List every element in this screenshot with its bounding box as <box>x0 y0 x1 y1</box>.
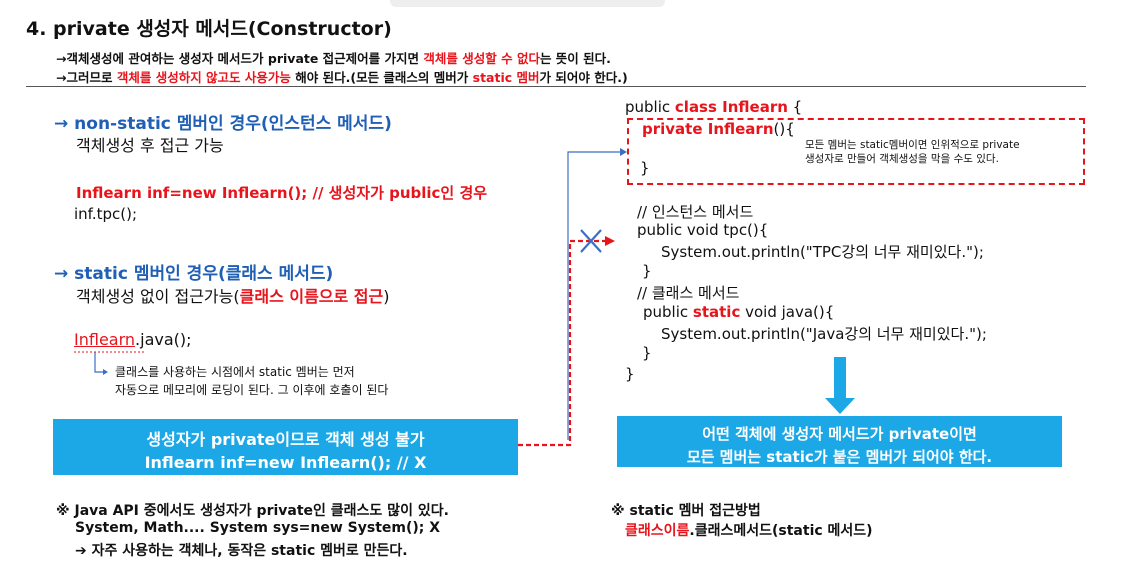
connector-red-arrowhead <box>605 236 615 246</box>
static-note-1: 클래스를 사용하는 시점에서 static 멤버는 먼저 <box>115 365 355 379</box>
note-bracket <box>94 352 103 373</box>
arrow-icon: → <box>56 70 67 85</box>
info-box-left: 생성자가 private이므로 객체 생성 불가 Inflearn inf=ne… <box>53 419 518 475</box>
top-tab-decoration <box>390 0 665 7</box>
footer-left-2: System, Math.... System sys=new System()… <box>75 520 441 536</box>
page-title: 4. private 생성자 메서드(Constructor) <box>26 18 392 40</box>
nonstatic-heading: → non-static 멤버인 경우(인스턴스 메서드) <box>54 114 392 134</box>
arrow-icon: → <box>54 114 69 134</box>
nonstatic-desc: 객체생성 후 접근 가능 <box>76 136 224 155</box>
code-class-line: public class Inflearn { <box>625 98 803 116</box>
footer-right-1: ※ static 멤버 접근방법 <box>611 503 761 519</box>
private-constructor-box <box>627 118 1085 185</box>
arrow-icon: → <box>54 264 69 284</box>
connector-blue-line <box>567 151 620 440</box>
footer-right-2: 클래스이름.클래스메서드(static 메서드) <box>625 523 873 539</box>
static-code: Inflearn.java(); <box>74 330 192 349</box>
code-constructor-line: private Inflearn(){ <box>642 120 795 138</box>
code-java-body: System.out.println("Java강의 너무 재미있다."); <box>661 325 987 343</box>
down-arrow-icon <box>834 357 846 399</box>
nonstatic-code-1: Inflearn inf=new Inflearn(); // 생성자가 pub… <box>76 184 488 202</box>
code-java-close: } <box>642 344 652 362</box>
intro-line-2: →그러므로 객체를 생성하지 않고도 사용가능 해야 된다.(모든 클래스의 멤… <box>56 70 628 85</box>
code-tpc-decl: public void tpc(){ <box>637 221 769 239</box>
connector-blue-arrowhead <box>620 148 627 156</box>
connector-red-dashed <box>518 239 605 447</box>
static-desc: 객체생성 없이 접근가능(클래스 이름으로 접근) <box>76 287 390 306</box>
code-tpc-close: } <box>642 262 652 280</box>
footer-left-1: ※ Java API 중에서도 생성자가 private인 클래스도 많이 있다… <box>56 503 449 519</box>
info-box-right: 어떤 객체에 생성자 메서드가 private이면 모든 멤버는 static가… <box>617 416 1062 467</box>
code-comment-instance: // 인스턴스 메서드 <box>637 203 754 221</box>
divider <box>26 86 1086 87</box>
code-java-decl: public static void java(){ <box>643 303 835 321</box>
dash-note-2: 생성자로 만들어 객체생성을 막을 수도 있다. <box>805 153 999 165</box>
static-heading: → static 멤버인 경우(클래스 메서드) <box>54 264 334 284</box>
code-comment-class: // 클래스 메서드 <box>637 284 740 302</box>
code-class-close: } <box>625 365 635 383</box>
arrow-icon: → <box>56 51 67 66</box>
static-note-2: 자동으로 메모리에 로딩이 된다. 그 이후에 호출이 된다 <box>115 383 389 397</box>
dash-note-1: 모든 멤버는 static멤버이면 인위적으로 private <box>805 139 1020 151</box>
nonstatic-code-2: inf.tpc(); <box>74 205 138 223</box>
footer-left-3: ➔ 자주 사용하는 객체나, 동작은 static 멤버로 만든다. <box>75 543 408 559</box>
code-tpc-body: System.out.println("TPC강의 너무 재미있다."); <box>661 243 984 261</box>
code-constructor-close: } <box>640 159 650 177</box>
intro-line-1: →객체생성에 관여하는 생성자 메서드가 private 접근제어를 가지면 객… <box>56 51 611 66</box>
